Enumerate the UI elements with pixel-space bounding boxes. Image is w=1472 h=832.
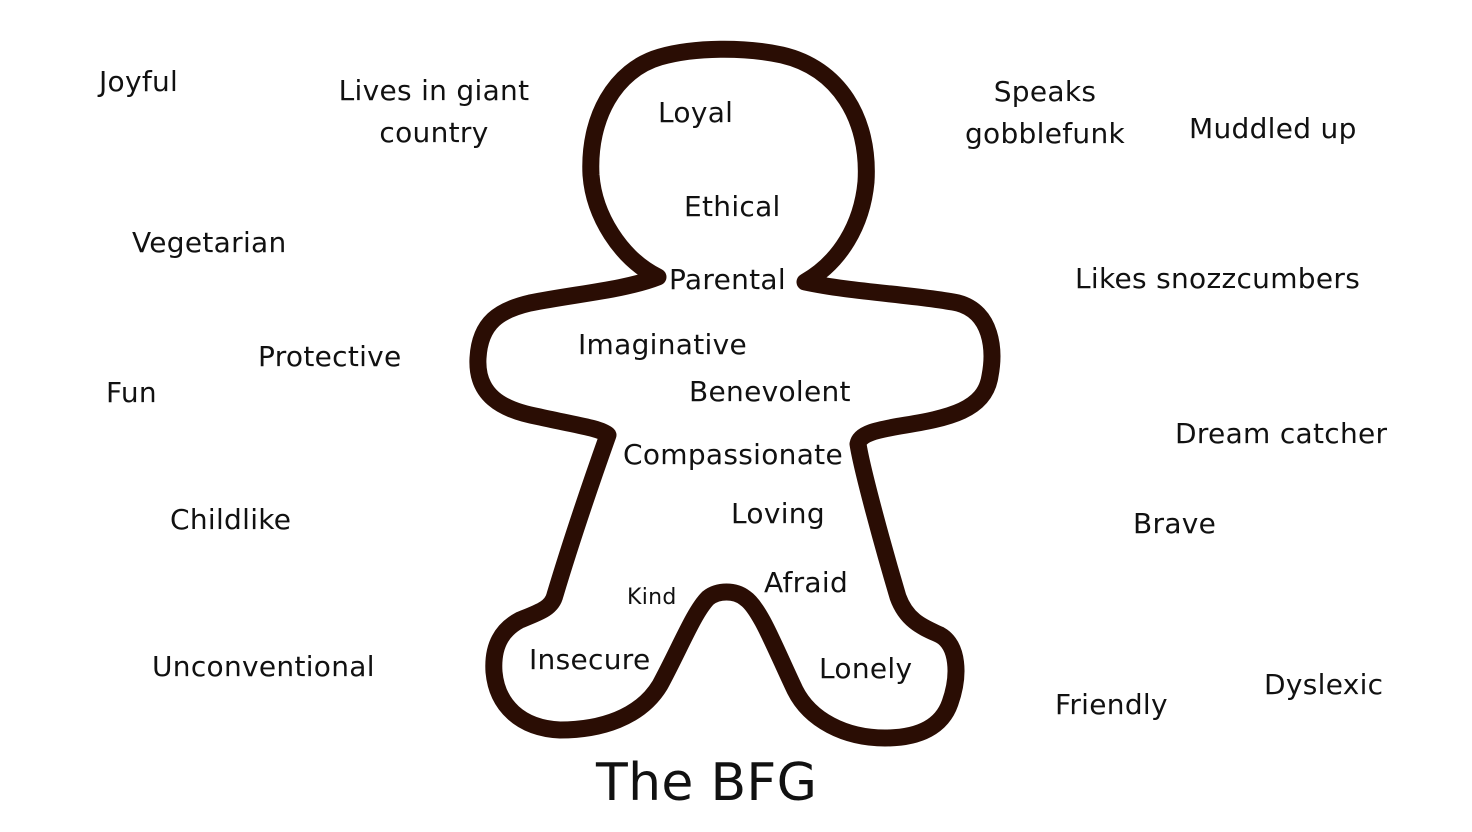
word-lonely: Lonely — [819, 652, 913, 685]
figure-outline-path — [469, 40, 1001, 747]
word-dyslexic: Dyslexic — [1264, 668, 1384, 701]
word-loving: Loving — [731, 497, 825, 530]
word-childlike: Childlike — [170, 503, 292, 536]
word-ethical: Ethical — [684, 190, 781, 223]
word-joyful: Joyful — [99, 65, 179, 98]
word-protective: Protective — [258, 340, 402, 373]
speaks-line-2: gobblefunk — [964, 117, 1126, 150]
diagram-title: The BFG — [596, 753, 818, 813]
word-friendly: Friendly — [1055, 688, 1168, 721]
word-speaks-gobblefunk: Speaks gobblefunk — [965, 71, 1125, 155]
word-fun: Fun — [106, 376, 157, 409]
word-muddled-up: Muddled up — [1189, 112, 1357, 145]
word-brave: Brave — [1133, 507, 1217, 540]
word-dream-catcher: Dream catcher — [1175, 417, 1388, 450]
word-vegetarian: Vegetarian — [132, 226, 287, 259]
word-likes-snozzcumbers: Likes snozzcumbers — [1075, 262, 1361, 295]
lives-line-2: country — [379, 116, 489, 149]
word-unconventional: Unconventional — [152, 650, 375, 683]
word-insecure: Insecure — [529, 643, 651, 676]
word-afraid: Afraid — [764, 566, 849, 599]
word-kind: Kind — [627, 585, 677, 610]
word-lives-in-giant-country: Lives in giant country — [339, 70, 530, 154]
word-imaginative: Imaginative — [578, 328, 748, 361]
lives-line-1: Lives in giant — [338, 74, 530, 107]
word-parental: Parental — [669, 263, 786, 296]
word-benevolent: Benevolent — [689, 375, 851, 408]
speaks-line-1: Speaks — [993, 75, 1097, 108]
word-compassionate: Compassionate — [623, 438, 843, 471]
word-loyal: Loyal — [658, 96, 734, 129]
